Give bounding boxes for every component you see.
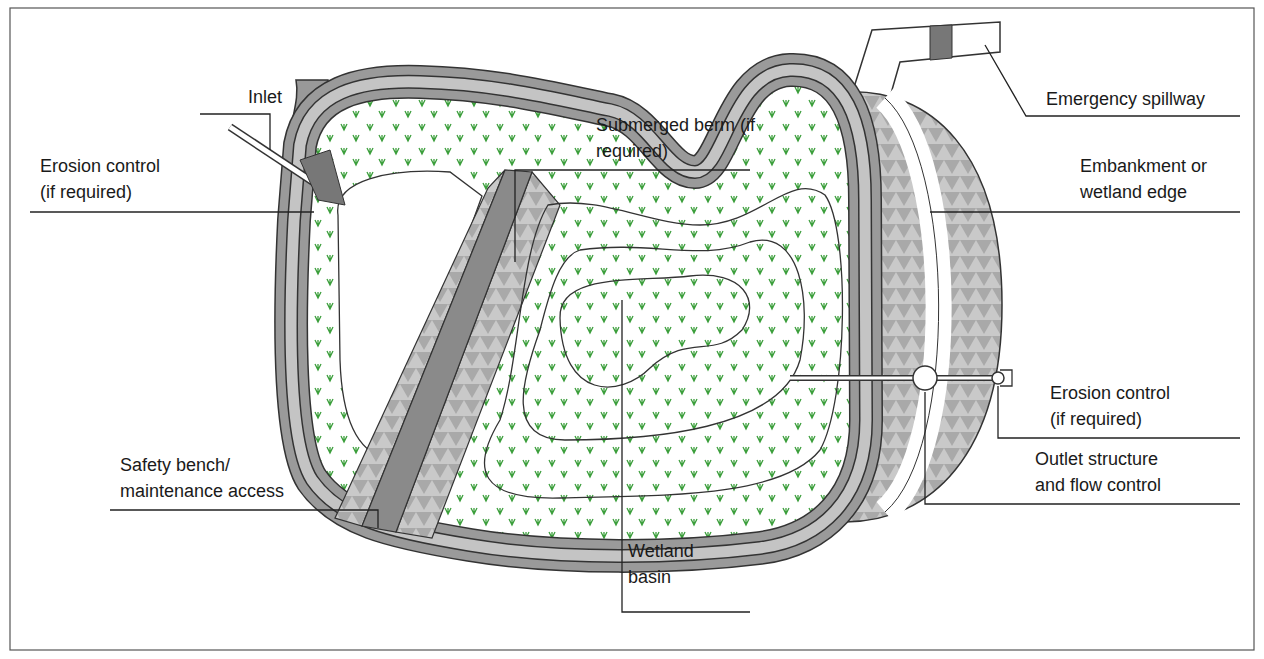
leader-line	[515, 170, 750, 262]
callout-label: Submerged berm (if required)	[596, 112, 756, 164]
berm-slope	[396, 172, 560, 538]
outlet-headwall	[1000, 370, 1012, 386]
leader-line	[200, 114, 270, 150]
callout-label: Safety bench/ maintenance access	[120, 452, 296, 504]
callout-label: Outlet structure and flow control	[1035, 446, 1187, 498]
leader-line	[622, 300, 750, 612]
callout-label: Erosion control (if required)	[1050, 380, 1190, 432]
depth-contour	[484, 188, 842, 498]
outlet-structure	[913, 366, 937, 390]
spillway-band	[930, 25, 952, 60]
wetland-outline	[291, 70, 866, 556]
wetland-outline	[291, 70, 866, 556]
callout-label: Emergency spillway	[1046, 86, 1205, 112]
leader-line	[110, 510, 378, 528]
depth-contour	[523, 240, 804, 440]
leader-line	[930, 211, 1240, 212]
wetland-outline	[291, 70, 866, 556]
leader-line	[985, 45, 1240, 116]
leader-lines	[30, 45, 1240, 612]
spillway	[850, 22, 1000, 104]
submerged-berm	[362, 170, 532, 532]
wetland-outline	[291, 70, 866, 556]
outlet-pipe-bore	[790, 377, 1000, 380]
inlet-apron	[300, 150, 345, 205]
callout-label: Inlet	[248, 84, 282, 110]
deep-pool-contour	[560, 275, 750, 387]
frame	[10, 8, 1254, 650]
callout-label: Wetland basin	[628, 538, 720, 590]
outlet-erosion-control	[992, 372, 1004, 384]
callout-label: Erosion control (if required)	[40, 153, 180, 205]
leader-line	[30, 211, 314, 212]
leader-line	[925, 392, 1240, 504]
wetland-outline	[291, 70, 866, 556]
embankment-crest-edge	[885, 98, 939, 512]
callout-label: Embankment or wetland edge	[1080, 153, 1232, 205]
embankment-crest	[885, 98, 939, 512]
outlet-pipe	[790, 375, 1000, 381]
